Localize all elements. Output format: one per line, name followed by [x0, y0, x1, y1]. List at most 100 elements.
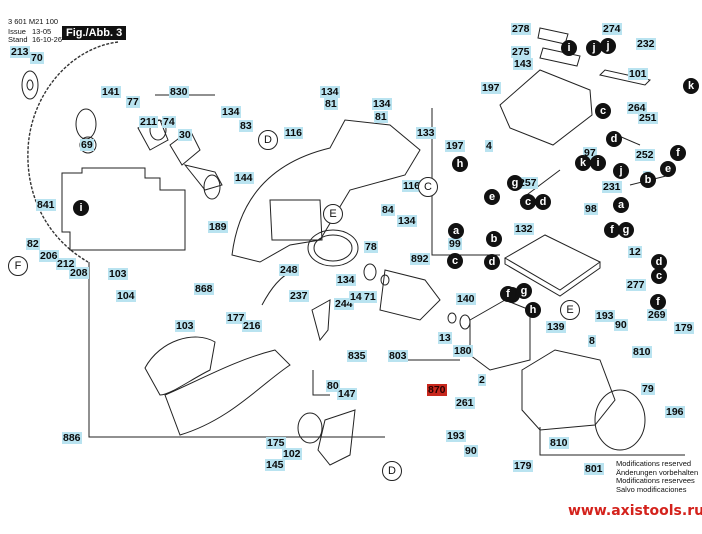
part-label-139[interactable]: 139: [546, 321, 566, 333]
upper-housing: [231, 119, 421, 263]
part-label-244[interactable]: 244: [334, 298, 354, 310]
part-label-248[interactable]: 248: [279, 264, 299, 276]
part-label-841[interactable]: 841: [36, 199, 56, 211]
part-label-830[interactable]: 830: [169, 86, 189, 98]
part-label-252[interactable]: 252: [635, 149, 655, 161]
part-label-84[interactable]: 84: [381, 204, 395, 216]
part-label-2[interactable]: 2: [478, 374, 486, 386]
part-label-147[interactable]: 147: [337, 388, 357, 400]
part-label-14[interactable]: 14: [349, 291, 363, 303]
part-label-232[interactable]: 232: [636, 38, 656, 50]
part-label-868[interactable]: 868: [194, 283, 214, 295]
part-label-870[interactable]: 870: [427, 384, 447, 396]
connector-dot-b1: b: [640, 172, 656, 188]
part-label-251[interactable]: 251: [638, 112, 658, 124]
part-label-892[interactable]: 892: [410, 253, 430, 265]
part-label-278[interactable]: 278: [511, 23, 531, 35]
part-label-269[interactable]: 269: [647, 309, 667, 321]
part-label-104[interactable]: 104: [116, 290, 136, 302]
part-label-211[interactable]: 211: [139, 116, 158, 128]
part-label-175[interactable]: 175: [266, 437, 286, 449]
part-label-134e[interactable]: 134: [336, 274, 356, 286]
part-label-116a[interactable]: 116: [284, 127, 303, 139]
part-label-78[interactable]: 78: [364, 241, 378, 253]
part-label-103a[interactable]: 103: [108, 268, 128, 280]
part-label-277[interactable]: 277: [626, 279, 646, 291]
part-label-30[interactable]: 30: [178, 129, 192, 141]
part-label-98[interactable]: 98: [584, 203, 598, 215]
part-label-79[interactable]: 79: [641, 383, 655, 395]
part-label-179a[interactable]: 179: [674, 322, 694, 334]
part-label-82[interactable]: 82: [26, 238, 40, 250]
part-label-134d[interactable]: 134: [397, 215, 417, 227]
part-label-80[interactable]: 80: [326, 380, 340, 392]
part-label-4[interactable]: 4: [485, 140, 493, 152]
connector-dot-i3: i: [73, 200, 89, 216]
part-label-213[interactable]: 213: [10, 46, 30, 58]
part-label-134c[interactable]: 134: [372, 98, 392, 110]
part-label-12[interactable]: 12: [628, 246, 642, 258]
part-label-886[interactable]: 886: [62, 432, 82, 444]
part-label-264[interactable]: 264: [627, 102, 647, 114]
part-label-216[interactable]: 216: [242, 320, 262, 332]
part-label-275[interactable]: 275: [511, 46, 531, 58]
part-label-69[interactable]: 69: [80, 139, 94, 151]
website-link[interactable]: www.axistools.ru: [568, 503, 702, 519]
part-label-197b[interactable]: 197: [445, 140, 465, 152]
part-label-274[interactable]: 274: [602, 23, 622, 35]
part-label-803[interactable]: 803: [388, 350, 408, 362]
part-label-99[interactable]: 99: [448, 238, 462, 250]
part-label-193a[interactable]: 193: [595, 310, 615, 322]
part-label-835[interactable]: 835: [347, 350, 367, 362]
part-label-237[interactable]: 237: [289, 290, 309, 302]
part-label-196[interactable]: 196: [665, 406, 685, 418]
part-label-261[interactable]: 261: [455, 397, 475, 409]
connector-dot-c4: c: [651, 268, 667, 284]
part-label-177[interactable]: 177: [226, 312, 246, 324]
flange-69: [75, 108, 97, 140]
part-label-189[interactable]: 189: [208, 221, 228, 233]
part-label-179b[interactable]: 179: [513, 460, 533, 472]
part-label-77[interactable]: 77: [126, 96, 140, 108]
part-label-132[interactable]: 132: [514, 223, 534, 235]
part-label-81b[interactable]: 81: [374, 111, 388, 123]
part-label-83[interactable]: 83: [239, 120, 253, 132]
part-label-810b[interactable]: 810: [549, 437, 569, 449]
part-label-90a[interactable]: 90: [614, 319, 628, 331]
part-label-90b[interactable]: 90: [464, 445, 478, 457]
part-label-810a[interactable]: 810: [632, 346, 652, 358]
part-label-193b[interactable]: 193: [446, 430, 466, 442]
mod-line: Modifications reservees: [616, 476, 695, 485]
part-label-801[interactable]: 801: [584, 463, 604, 475]
armature: [363, 263, 471, 330]
part-label-74[interactable]: 74: [162, 116, 176, 128]
part-label-231[interactable]: 231: [602, 181, 622, 193]
reference-circle-D2: D: [382, 461, 402, 481]
part-label-257[interactable]: 257: [518, 177, 538, 189]
part-label-133[interactable]: 133: [416, 127, 436, 139]
part-label-71[interactable]: 71: [363, 291, 377, 303]
part-label-206[interactable]: 206: [39, 250, 59, 262]
part-label-134b[interactable]: 134: [320, 86, 340, 98]
saw-blade: [27, 41, 119, 263]
part-label-101[interactable]: 101: [628, 68, 648, 80]
part-label-81a[interactable]: 81: [324, 98, 338, 110]
part-label-134a[interactable]: 134: [221, 106, 241, 118]
part-label-103b[interactable]: 103: [175, 320, 195, 332]
part-label-140[interactable]: 140: [456, 293, 476, 305]
part-label-143[interactable]: 143: [513, 58, 533, 70]
part-label-141[interactable]: 141: [101, 86, 121, 98]
connector-dot-d2: d: [535, 194, 551, 210]
part-label-145[interactable]: 145: [265, 459, 285, 471]
part-label-116b[interactable]: 116: [402, 180, 421, 192]
part-label-180[interactable]: 180: [453, 345, 473, 357]
part-label-13[interactable]: 13: [438, 332, 452, 344]
part-label-208[interactable]: 208: [69, 267, 89, 279]
part-label-144[interactable]: 144: [234, 172, 254, 184]
part-label-70[interactable]: 70: [30, 52, 44, 64]
connector-dot-h2: h: [525, 302, 541, 318]
part-label-8[interactable]: 8: [588, 335, 596, 347]
mod-line: Salvo modificaciones: [616, 484, 687, 494]
part-label-197a[interactable]: 197: [481, 82, 501, 94]
part-label-102[interactable]: 102: [282, 448, 302, 460]
